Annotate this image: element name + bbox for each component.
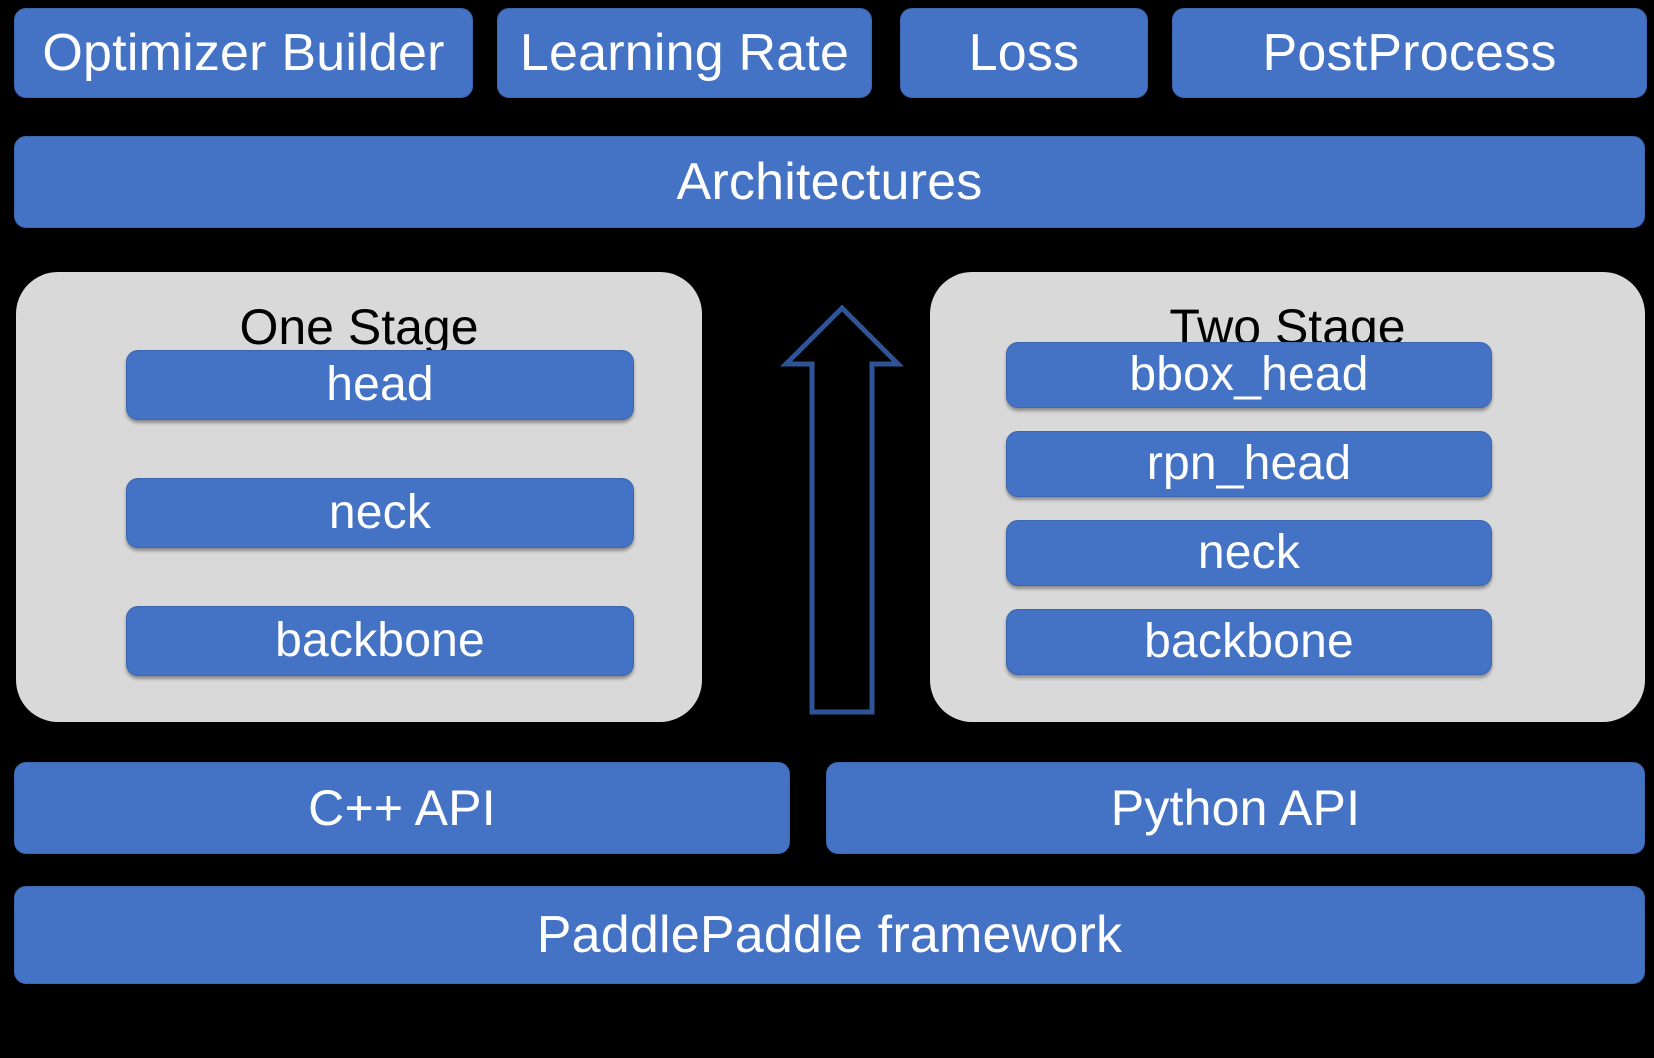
module-box-one-stage-head[interactable]: head: [126, 350, 634, 420]
module-label: PaddlePaddle framework: [536, 905, 1123, 964]
module-box-learning-rate[interactable]: Learning Rate: [497, 8, 872, 98]
stage-panel-one-stage: One Stage head neck backbone: [16, 272, 702, 722]
module-label: rpn_head: [1146, 436, 1352, 490]
flow-arrow: [779, 300, 905, 720]
module-label: backbone: [1144, 614, 1354, 668]
module-label: bbox_head: [1129, 347, 1369, 401]
module-box-two-stage-neck[interactable]: neck: [1006, 520, 1492, 586]
module-label: Loss: [968, 23, 1080, 82]
module-label: Learning Rate: [519, 23, 850, 82]
module-label: Optimizer Builder: [42, 23, 445, 82]
module-box-one-stage-neck[interactable]: neck: [126, 478, 634, 548]
stage-title-one-stage: One Stage: [239, 299, 479, 355]
module-box-paddlepaddle-framework[interactable]: PaddlePaddle framework: [14, 886, 1645, 984]
module-box-optimizer-builder[interactable]: Optimizer Builder: [14, 8, 473, 98]
module-box-two-stage-bbox-head[interactable]: bbox_head: [1006, 342, 1492, 408]
module-label: neck: [328, 485, 432, 539]
module-label: head: [326, 357, 434, 411]
module-box-python-api[interactable]: Python API: [826, 762, 1645, 854]
module-label: Architectures: [676, 152, 983, 211]
module-box-architectures[interactable]: Architectures: [14, 136, 1645, 228]
module-label: PostProcess: [1262, 23, 1557, 82]
module-box-two-stage-rpn-head[interactable]: rpn_head: [1006, 431, 1492, 497]
module-box-two-stage-backbone[interactable]: backbone: [1006, 609, 1492, 675]
stage-panel-two-stage: Two Stage bbox_head rpn_head neck backbo…: [930, 272, 1645, 722]
module-box-postprocess[interactable]: PostProcess: [1172, 8, 1647, 98]
module-label: C++ API: [308, 779, 496, 836]
module-box-one-stage-backbone[interactable]: backbone: [126, 606, 634, 676]
module-label: neck: [1197, 525, 1301, 579]
module-box-loss[interactable]: Loss: [900, 8, 1148, 98]
module-label: Python API: [1110, 779, 1361, 836]
up-arrow-icon: [779, 304, 905, 715]
module-label: backbone: [275, 613, 485, 667]
module-box-cpp-api[interactable]: C++ API: [14, 762, 790, 854]
